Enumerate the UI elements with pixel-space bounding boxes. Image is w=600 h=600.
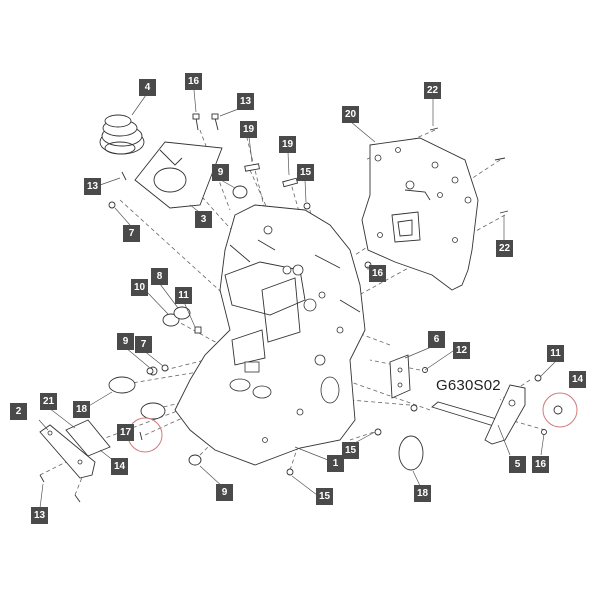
callout-part-9: 9 xyxy=(117,333,134,350)
callout-part-7: 7 xyxy=(123,225,140,242)
callout-part-3: 3 xyxy=(195,211,212,228)
callout-part-10: 10 xyxy=(131,279,148,296)
callout-part-20: 20 xyxy=(342,106,359,123)
part-side-panel xyxy=(361,137,479,291)
callout-part-4: 4 xyxy=(139,79,156,96)
callout-part-22: 22 xyxy=(496,240,513,257)
callout-part-8: 8 xyxy=(151,268,168,285)
highlight-circle-14 xyxy=(542,392,578,428)
callout-part-7: 7 xyxy=(135,336,152,353)
part-main-frame xyxy=(174,204,366,466)
callout-part-16: 16 xyxy=(369,265,386,282)
callout-part-13: 13 xyxy=(84,178,101,195)
part-shaft-lever xyxy=(431,384,526,445)
callout-part-16: 16 xyxy=(532,456,549,473)
callout-part-19: 19 xyxy=(279,136,296,153)
callout-part-21: 21 xyxy=(40,393,57,410)
callout-part-1: 1 xyxy=(327,455,344,472)
callout-part-18: 18 xyxy=(73,401,90,418)
part-grommets xyxy=(108,366,424,471)
leader-lines xyxy=(38,89,557,509)
callout-part-17: 17 xyxy=(117,424,134,441)
callout-part-19: 19 xyxy=(240,121,257,138)
callout-part-15: 15 xyxy=(297,164,314,181)
callout-part-2: 2 xyxy=(10,403,27,420)
callout-part-16: 16 xyxy=(185,73,202,90)
callout-part-9: 9 xyxy=(212,164,229,181)
callout-part-5: 5 xyxy=(509,456,526,473)
callout-part-15: 15 xyxy=(316,488,333,505)
part-washers xyxy=(162,306,191,327)
callout-part-13: 13 xyxy=(31,507,48,524)
callout-part-9: 9 xyxy=(216,484,233,501)
callout-part-15: 15 xyxy=(342,442,359,459)
part-boot xyxy=(99,114,145,155)
callout-part-12: 12 xyxy=(453,342,470,359)
part-small-bracket xyxy=(389,354,411,399)
part-lower-brackets xyxy=(39,419,111,479)
part-cover-plate xyxy=(134,141,223,209)
callout-part-13: 13 xyxy=(237,93,254,110)
callout-part-18: 18 xyxy=(414,485,431,502)
callout-part-14: 14 xyxy=(569,371,586,388)
callout-part-11: 11 xyxy=(547,345,564,362)
callout-part-22: 22 xyxy=(424,82,441,99)
diagram-code: G630S02 xyxy=(436,377,501,394)
callout-part-6: 6 xyxy=(428,331,445,348)
callout-part-14: 14 xyxy=(111,458,128,475)
callout-part-11: 11 xyxy=(175,287,192,304)
